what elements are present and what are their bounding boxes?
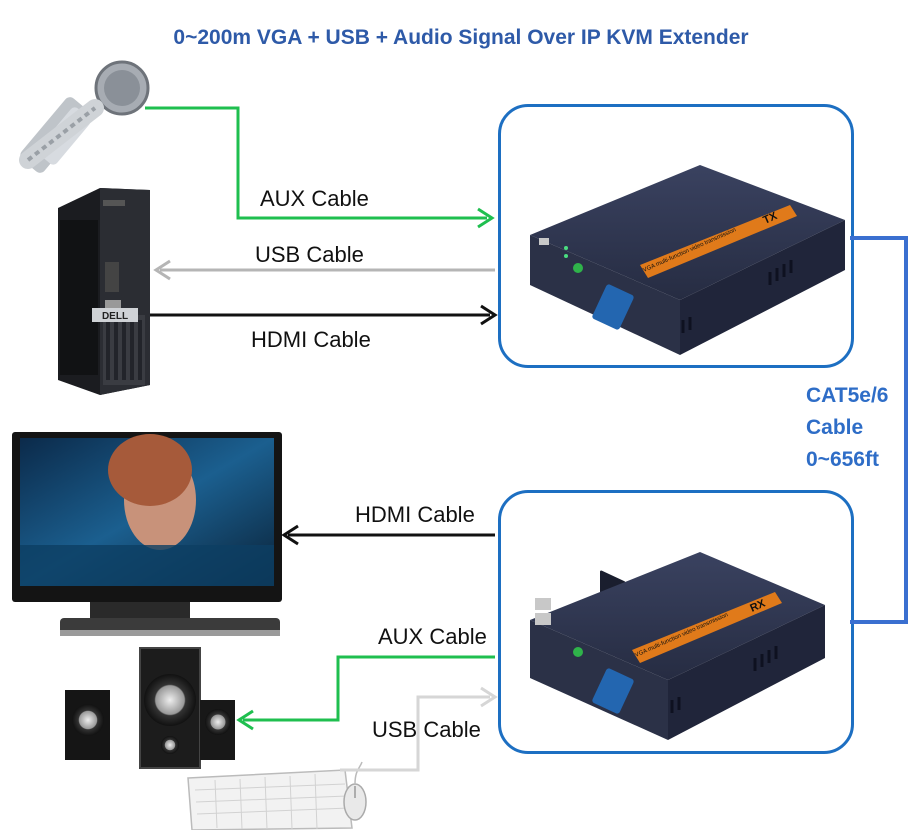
tx-usb-label: USB Cable [255, 242, 364, 267]
rx-badge: RX [748, 597, 767, 614]
rx-usb-label: USB Cable [372, 717, 481, 742]
cat-cable [850, 236, 908, 624]
tx-badge: TX [761, 210, 779, 227]
tx-aux-label: AUX Cable [260, 186, 369, 211]
desktop-pc-icon [58, 188, 150, 395]
monitor-icon [12, 432, 282, 636]
cat-cable-line2: Cable [806, 416, 864, 439]
page-title: 0~200m VGA + USB + Audio Signal Over IP … [173, 26, 749, 49]
tx-aux-cable [145, 106, 495, 229]
tx-usb-cable [153, 259, 495, 281]
speakers-icon [65, 647, 235, 769]
rx-aux-cable [236, 655, 495, 731]
tx-hdmi-cable [150, 304, 498, 326]
cat-cable-line1: CAT5e/6 [806, 384, 889, 407]
microphone-icon [19, 60, 150, 173]
keyboard-mouse-icon [187, 761, 367, 830]
pc-brand-logo: DELL [102, 311, 128, 322]
rx-aux-label: AUX Cable [378, 624, 487, 649]
tx-extender-icon [530, 165, 845, 614]
cat-cable-line3: 0~656ft [806, 448, 879, 471]
rx-extender-icon [530, 552, 825, 740]
rx-usb-cable [340, 686, 498, 772]
cat-cable-label: CAT5e/6 Cable 0~656ft [806, 380, 888, 476]
rx-hdmi-label: HDMI Cable [355, 502, 475, 527]
tx-hdmi-label: HDMI Cable [251, 327, 371, 352]
rx-hdmi-cable [281, 524, 495, 546]
